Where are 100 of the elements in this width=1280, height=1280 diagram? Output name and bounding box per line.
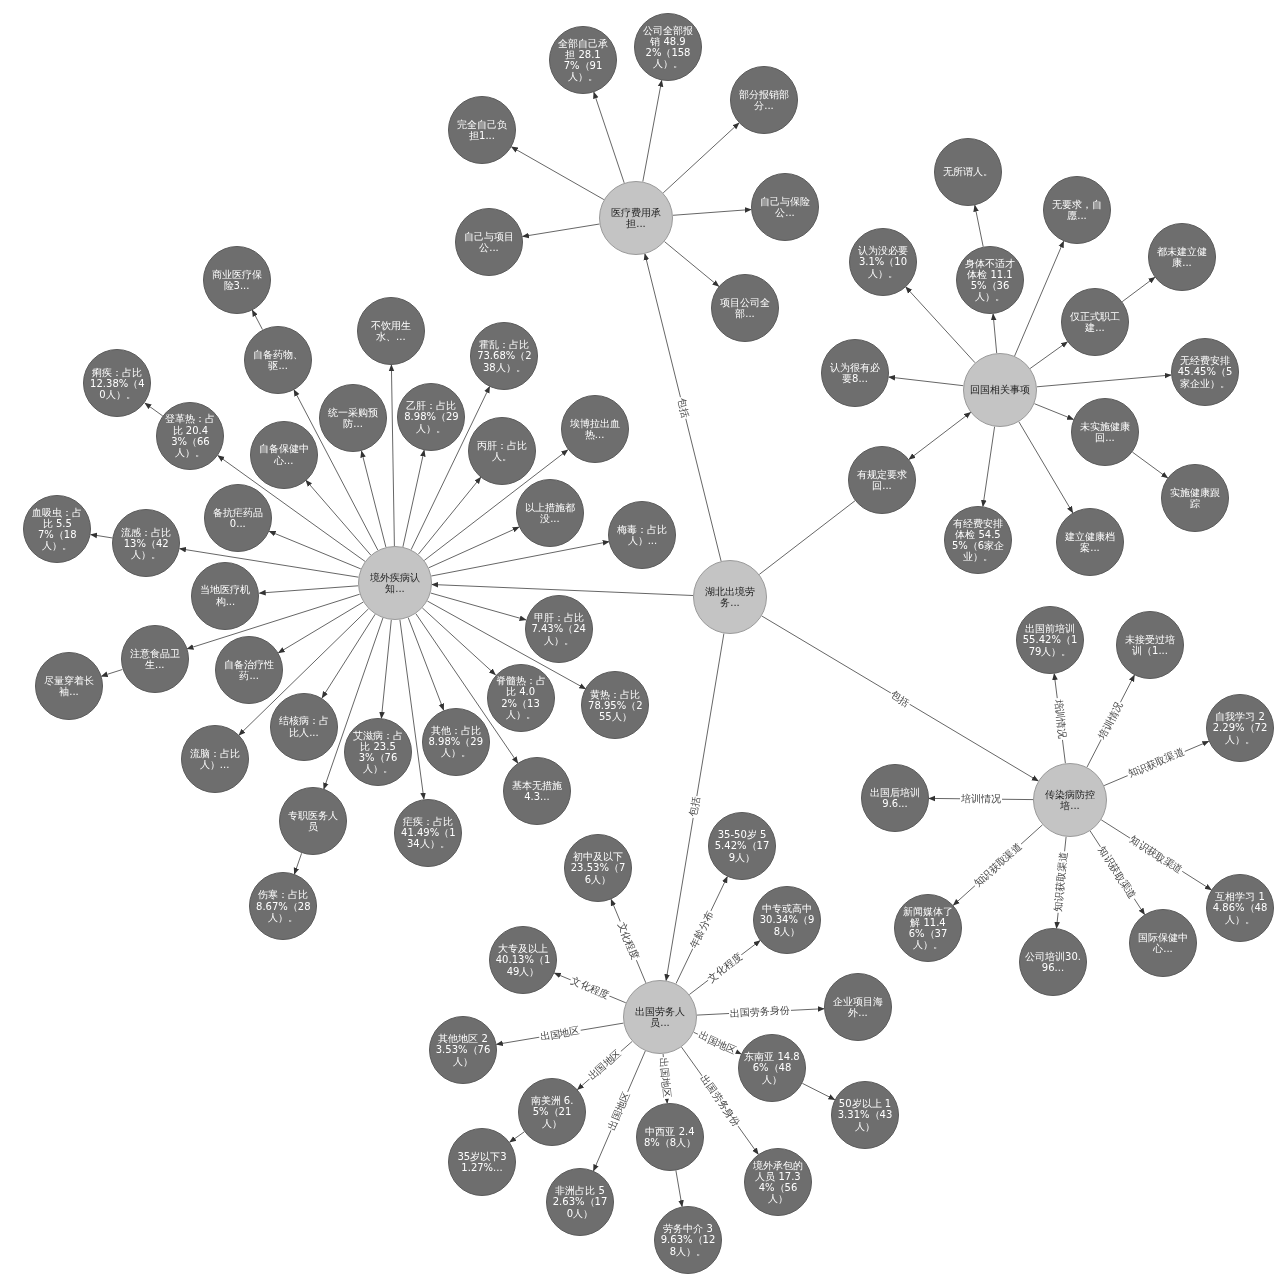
edge-label: 包括 xyxy=(675,395,691,420)
node-label: 国际保健中心... xyxy=(1137,931,1189,955)
node-label: 仅正式职工建... xyxy=(1069,310,1121,334)
node-label: 企业项目海外... xyxy=(832,995,884,1019)
node-label: 无要求，自愿... xyxy=(1051,198,1103,222)
node-label: 登革热：占比 20.43%（66人）。 xyxy=(164,413,217,459)
topic-circle xyxy=(623,980,697,1054)
node-label: 中西亚 2.48%（8人） xyxy=(642,1125,698,1149)
node-label: 身体不适才体检 11.15%（36人）。 xyxy=(964,257,1016,303)
category-circle xyxy=(215,636,284,705)
category-circle xyxy=(203,484,272,553)
node-label: 有经费安排体检 54.55%（6家企业）。 xyxy=(950,517,1006,563)
edge-label: 包括 xyxy=(888,688,912,709)
node-label: 丙肝：占比人。 xyxy=(476,439,529,463)
node-label: 中专或高中 30.34%（98人） xyxy=(758,903,816,937)
node-label: 自备保健中心... xyxy=(257,443,310,466)
edge-label: 培训情况 xyxy=(1052,697,1068,740)
node-label: 无所谓人。 xyxy=(942,166,994,178)
edge-label: 出国地区 xyxy=(538,1025,582,1043)
node-label: 部分报销部分... xyxy=(738,88,790,112)
edge-label: 培训情况 xyxy=(1096,700,1125,743)
node-label: 乙肝：占比 8.98%（29人）。 xyxy=(403,400,460,434)
edge-label: 知识获取渠道 xyxy=(971,840,1025,890)
node-label: 境外承包的人员 17.34%（56人） xyxy=(752,1159,804,1205)
node-label: 35岁以下31.27%... xyxy=(456,1150,508,1174)
node-label: 有规定要求回... xyxy=(856,468,908,492)
connector-line xyxy=(758,500,856,575)
node-label: 艾滋病：占比 23.53%（76人）。 xyxy=(352,729,405,775)
arrow xyxy=(908,411,972,460)
edge-label: 知识获取渠道 xyxy=(1125,746,1187,781)
node-label: 未实施健康回... xyxy=(1079,420,1131,444)
category-circle xyxy=(269,692,338,761)
node-label: 自我学习 22.29%（72人）。 xyxy=(1211,711,1269,745)
node-label: 公司全部报销 48.92%（158人）。 xyxy=(642,24,694,70)
node-label: 传染病防控培... xyxy=(1044,788,1096,812)
node-label: 回国相关事项 xyxy=(969,384,1031,396)
node-label: 备抗疟药品0... xyxy=(211,507,264,530)
node-label: 自备药物、驱... xyxy=(252,348,305,371)
node-label: 伤寒：占比 8.67%（28人）。 xyxy=(255,889,312,924)
node-label: 脊髓热：占比 4.02%（13人）。 xyxy=(494,675,547,720)
node-label: 以上措施都没... xyxy=(523,501,576,525)
node-label: 湖北出境劳务... xyxy=(704,585,756,609)
node-label: 完全自己负担1... xyxy=(456,118,508,142)
edge-label: 知识获取渠道 xyxy=(1053,851,1070,914)
node-label: 甲肝：占比 7.43%（24人）。 xyxy=(530,612,587,646)
node-label: 基本无措施4.3... xyxy=(510,780,563,803)
node-label: 未接受过培训（1... xyxy=(1124,633,1176,657)
node-label: 自己与保险公... xyxy=(759,195,811,219)
node-label: 认为没必要 3.1%（10人）。 xyxy=(857,245,909,279)
node-label: 梅毒：占比人）... xyxy=(616,524,669,547)
node-label: 自备治疗性药... xyxy=(223,659,276,682)
edge-label: 包括 xyxy=(688,795,702,819)
edge-label: 出国劳务身份 xyxy=(729,1005,792,1019)
node-label: 黄热：占比 78.95%（255人） xyxy=(587,688,644,723)
node-label: 不饮用生水、... xyxy=(369,319,412,343)
node-label: 血吸虫：占比 5.57%（18人）。 xyxy=(31,506,84,552)
node-label: 其他地区 23.53%（76人） xyxy=(434,1033,492,1067)
node-label: 劳务中介 39.63%（128人）。 xyxy=(659,1223,717,1257)
node-label: 非洲占比 52.63%（170人） xyxy=(551,1185,609,1219)
node-label: 东南亚 14.86%（48人） xyxy=(743,1051,801,1085)
node-label: 当地医疗机构... xyxy=(199,584,252,607)
node-label: 无经费安排 45.45%（5家企业）。 xyxy=(1176,355,1234,389)
node-label: 全部自己承担 28.17%（91人）。 xyxy=(557,37,609,83)
node-label: 商业医疗保险3... xyxy=(210,268,263,292)
node-label: 霍乱：占比 73.68%（238人）。 xyxy=(476,339,533,373)
node-label: 项目公司全部... xyxy=(719,296,771,320)
node-label: 互相学习 14.86%（48人）。 xyxy=(1211,891,1269,925)
node-label: 其他：占比 8.98%（29人）。 xyxy=(427,725,484,759)
node-label: 建立健康档案... xyxy=(1064,530,1116,554)
topic-circle xyxy=(963,353,1037,427)
category-circle xyxy=(344,718,413,787)
node-label: 都未建立健康... xyxy=(1156,245,1208,269)
node-label: 尽量穿着长袖... xyxy=(43,675,95,698)
node-label: 35-50岁 55.42%（179人） xyxy=(713,829,771,863)
node-label: 认为很有必要8... xyxy=(829,361,881,385)
topic-circle xyxy=(358,546,432,620)
category-circle xyxy=(468,417,537,485)
edge-label: 培训情况 xyxy=(959,793,1003,805)
category-circle xyxy=(421,707,490,776)
node-label: 结核病：占比人... xyxy=(277,715,330,738)
node-label: 疟疾：占比 41.49%（134人）。 xyxy=(400,816,457,850)
node-label: 自己与项目公... xyxy=(463,230,515,254)
node-label: 出国后培训9.6... xyxy=(869,786,921,810)
node-label: 注意食品卫生... xyxy=(128,648,181,671)
category-circle xyxy=(486,663,555,732)
node-label: 埃博拉出血热... xyxy=(568,418,621,441)
node-label: 流感：占比 13%（42人）。 xyxy=(120,526,173,561)
node-label: 境外疾病认知... xyxy=(369,571,421,595)
node-label: 公司培训30.96... xyxy=(1024,950,1082,974)
edge-label: 年龄分布 xyxy=(688,909,716,952)
category-circle xyxy=(249,420,318,489)
node-label: 出国前培训 55.42%（179人）。 xyxy=(1021,623,1079,657)
edge-label: 文化程度 xyxy=(568,975,612,1001)
node-label: 专职医务人员 xyxy=(286,810,339,833)
category-circle xyxy=(515,479,584,548)
node-label: 出国劳务人员... xyxy=(634,1005,686,1029)
node-label: 流脑：占比人）... xyxy=(188,747,241,771)
node-label: 实施健康跟踪 xyxy=(1169,486,1221,510)
node-label: 50岁以上 13.31%（43人） xyxy=(836,1098,894,1132)
node-label: 大专及以上 40.13%（149人） xyxy=(494,943,552,977)
